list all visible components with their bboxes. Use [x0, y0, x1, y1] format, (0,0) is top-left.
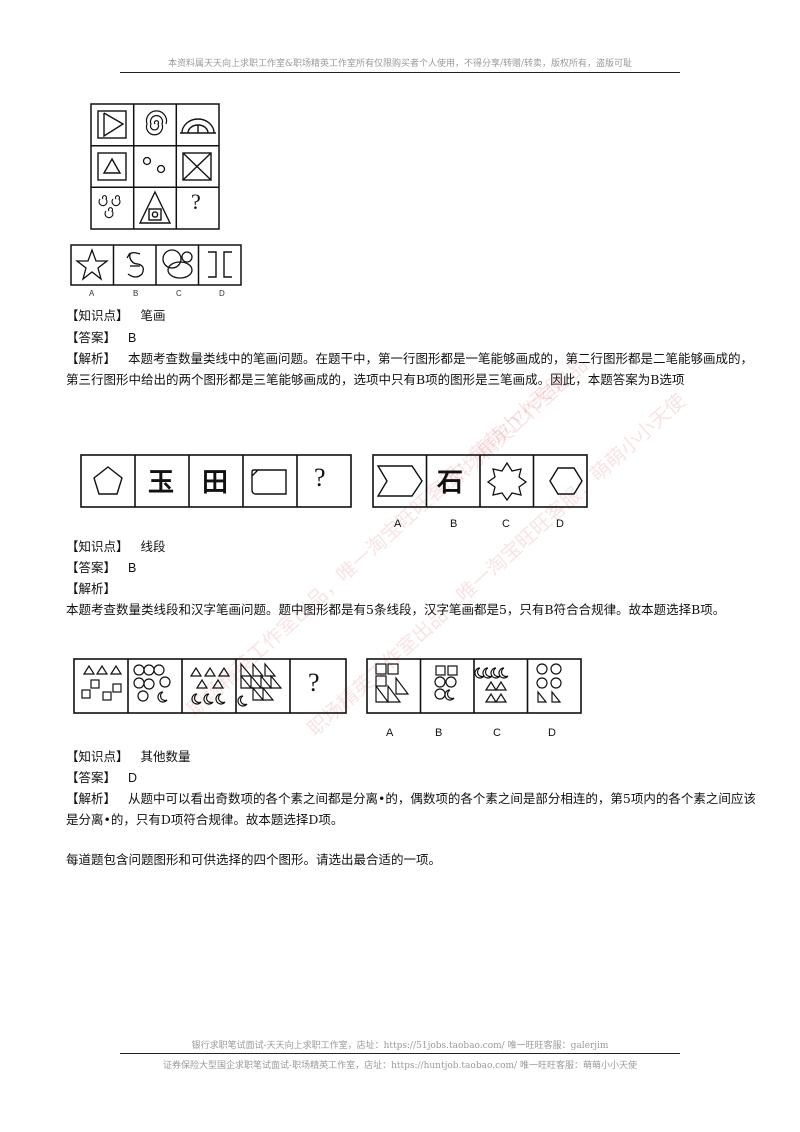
q2-char-yu: 玉 [148, 468, 175, 498]
q2-char-shi: 石 [437, 468, 464, 498]
hexagon-shape [549, 467, 583, 495]
q2-option-label-b: B [450, 518, 458, 530]
q2-answer-value: B [128, 561, 137, 575]
q3-option-label-d: D [548, 727, 556, 739]
i-beam-shape [208, 251, 232, 278]
q3-analysis-text: 从题中可以看出奇数项的各个素之间都是分离•的，偶数项的各个素之间是部分相连的，第… [66, 791, 756, 827]
q2-option-label-d: D [556, 518, 564, 530]
q2-question-mark: ? [314, 463, 326, 492]
triangle-square-circle-shape [138, 190, 172, 224]
answer-label: 【答案】 [66, 560, 117, 575]
q1-knowledge-row: 【知识点】笔画 [66, 307, 166, 325]
eight-point-star-shape [486, 461, 528, 502]
star-shape [75, 248, 109, 281]
q3-question-mark: ? [308, 668, 320, 697]
rounded-quad-shape [251, 469, 287, 495]
q2-analysis-text: 本题考查数量类线段和汉字笔画问题。题中图形都是有5条线段，汉字笔画都是5，只有B… [66, 602, 726, 617]
triangles-squares-shape [81, 664, 123, 701]
page-header: 本资料属天天向上求职工作室&职场精英工作室所有仅限购买者个人使用，不得分享/转赠… [167, 59, 633, 69]
s-shape [126, 252, 144, 278]
q3-answer-value: D [128, 771, 138, 785]
square-triangle-shape [97, 110, 127, 139]
q3-question-row [73, 658, 347, 714]
connected-circles-shape [133, 664, 171, 703]
knowledge-label: 【知识点】 [66, 308, 129, 323]
q2-knowledge-value: 线段 [140, 539, 166, 554]
squares-triangles-option [375, 663, 410, 703]
q2-question-row [80, 454, 352, 508]
q3-analysis: 【解析】从题中可以看出奇数项的各个素之间都是分离•的，偶数项的各个素之间是部分相… [66, 788, 756, 830]
answer-label: 【答案】 [66, 770, 117, 785]
spiral-shape [145, 110, 168, 136]
q2-options [372, 454, 588, 508]
q1-answer-row: 【答案】 B [66, 329, 136, 347]
q1-option-label-a: A [89, 289, 95, 298]
q1-knowledge-value: 笔画 [140, 308, 166, 323]
q3-options [366, 658, 582, 714]
answer-label: 【答案】 [66, 330, 117, 345]
knowledge-label: 【知识点】 [66, 749, 129, 764]
q1-option-label-b: B [133, 289, 139, 298]
q1-question-grid [90, 103, 220, 230]
q1-analysis: 【解析】本题考查数量类线中的笔画问题。在题干中，第一行图形都是一笔能够画成的，第… [66, 348, 756, 390]
q2-knowledge-row: 【知识点】线段 [66, 538, 166, 556]
overlapping-circles-shape [162, 249, 193, 279]
q2-answer-row: 【答案】 B [66, 559, 136, 577]
squares-circles-option [434, 665, 458, 701]
pentagon-shape [93, 466, 123, 495]
header-rule [120, 72, 680, 73]
analysis-label: 【解析】 [66, 581, 117, 596]
q1-analysis-text: 本题考查数量类线中的笔画问题。在题干中，第一行图形都是一笔能够画成的，第二行图形… [66, 351, 754, 387]
q1-option-label-c: C [176, 289, 182, 298]
knowledge-label: 【知识点】 [66, 539, 129, 554]
moons-triangles-option [474, 667, 509, 703]
q3-option-label-c: C [493, 727, 501, 739]
semicircle-shape [180, 118, 216, 134]
footer-line-2: 证券保险大型国企求职笔试面试-职场精英工作室，店址：https://huntjo… [163, 1061, 637, 1071]
footer-line-1: 银行求职笔试面试-天天向上求职工作室，店址：https://51jobs.tao… [191, 1041, 609, 1051]
footer-rule [120, 1053, 680, 1054]
q3-option-label-b: B [435, 727, 443, 739]
analysis-label: 【解析】 [66, 351, 117, 366]
q3-answer-row: 【答案】 D [66, 769, 137, 787]
connected-triangles-shape [237, 662, 283, 707]
q2-analysis-row: 【解析】 [66, 580, 116, 598]
q3-knowledge-value: 其他数量 [140, 749, 191, 764]
q1-option-label-d: D [219, 289, 225, 298]
q2-option-label-c: C [502, 518, 510, 530]
two-circles-shape [142, 156, 166, 174]
square-x-shape [182, 152, 212, 181]
small-spirals-shape [98, 195, 121, 219]
circles-triangles-option [536, 663, 562, 703]
q3-option-label-a: A [386, 727, 394, 739]
instruction-text: 每道题包含问题图形和可供选择的四个图形。请选出最合适的一项。 [66, 852, 442, 867]
q1-options [70, 244, 242, 286]
analysis-label: 【解析】 [66, 791, 117, 806]
square-inner-triangle-shape [97, 152, 127, 181]
q1-answer-value: B [128, 331, 137, 345]
q2-option-label-a: A [394, 518, 402, 530]
q1-question-mark: ? [191, 189, 201, 214]
triangles-moons-shape [189, 666, 231, 705]
chevron-shape [376, 465, 423, 497]
q3-knowledge-row: 【知识点】其他数量 [66, 748, 191, 766]
q2-char-tian: 田 [202, 468, 229, 498]
